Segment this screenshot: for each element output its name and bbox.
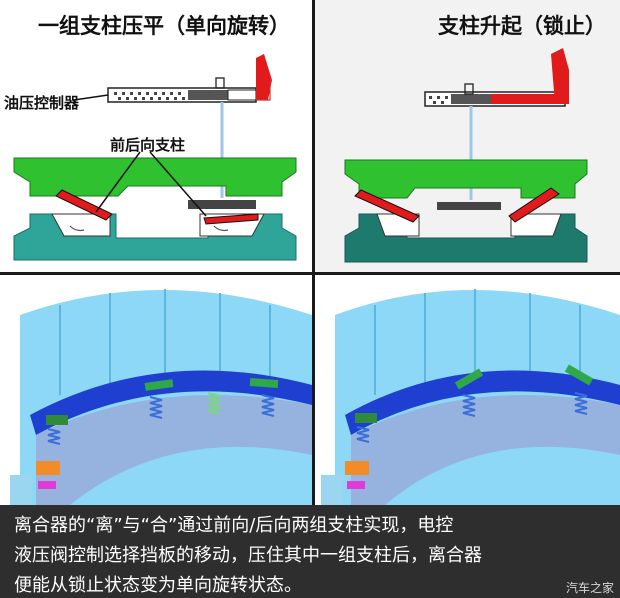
controller-piston: [188, 90, 228, 100]
orange-block: [345, 461, 369, 475]
strut-forward-raised: [55, 189, 113, 221]
strut-pocket-right: [510, 213, 562, 237]
controller-valve-top: [464, 83, 474, 95]
diagram-struts-flattened: [13, 54, 297, 261]
divider-horizontal: [0, 272, 620, 275]
panel-3d-clutch-locked: [315, 275, 620, 505]
controller-valve-top: [215, 77, 225, 89]
watermark: 汽车之家: [565, 581, 614, 595]
strut-backward-raised: [508, 187, 560, 223]
housing-edge: [321, 475, 343, 505]
green-upper-plate: [344, 159, 588, 199]
divider-vertical: [312, 0, 315, 505]
label-hydraulic-controller: 油压控制器: [4, 94, 80, 112]
selector-plate: [188, 200, 256, 209]
strut-spring-right: [213, 225, 229, 232]
title-struts-raised: 支柱升起（锁止）: [438, 14, 606, 38]
strut-backward-flattened: [203, 213, 259, 225]
render-3d-clutch-locked: [321, 289, 620, 505]
render-3d-clutch-one-way: [10, 289, 312, 505]
panel-3d-clutch-one-way: [0, 275, 312, 505]
controller-spring-dots: [114, 92, 185, 100]
spring-blue: [356, 392, 588, 443]
housing-edge: [10, 475, 32, 505]
strut-green: [144, 379, 174, 391]
pointer-line-left: [95, 151, 141, 213]
inner-ring-face: [36, 395, 312, 505]
red-actuator-lever: [551, 48, 569, 104]
pointer-line-controller: [73, 94, 109, 101]
red-actuator-lever: [256, 54, 272, 100]
label-forward-backward-struts: 前后向支柱: [110, 136, 186, 154]
caption-line-2: 液压阀控制选择挡板的移动，压住其中一组支柱后，离合器: [14, 545, 482, 566]
inner-ring-band: [30, 370, 312, 435]
actuator-link: [256, 82, 271, 101]
controller-chamber: [227, 89, 257, 101]
spring-green: [207, 392, 221, 415]
strut-green: [249, 378, 279, 388]
strut-pocket-left: [51, 213, 111, 237]
selector-plate: [437, 202, 501, 210]
controller-piston: [451, 94, 491, 104]
magenta-seal: [38, 481, 56, 489]
spring-blue: [47, 394, 275, 445]
inner-ring-band: [345, 370, 620, 435]
caption-box: 离合器的“离”与“合”通过前向/后向两组支柱实现，电控 液压阀控制选择挡板的移动…: [0, 505, 620, 598]
diagram-struts-raised: [344, 48, 588, 263]
pointer-line-right: [149, 151, 207, 217]
strut-forward-raised: [354, 189, 420, 223]
orange-block: [36, 461, 60, 475]
controller-pressurized-chamber: [491, 94, 565, 104]
caption-line-3: 便能从锁止状态变为单向旋转状态。: [14, 575, 302, 596]
green-upper-plate: [13, 157, 297, 197]
strut-green-raised: [564, 364, 594, 386]
strut-green-raised: [454, 368, 484, 390]
title-struts-flattened: 一组支柱压平（单向旋转）: [38, 14, 290, 38]
caption-line-1: 离合器的“离”与“合”通过前向/后向两组支柱实现，电控: [14, 515, 454, 536]
strut-green: [46, 415, 68, 425]
magenta-seal: [347, 481, 365, 489]
controller-spring-dots: [429, 96, 448, 104]
panel-struts-raised: 支柱升起（锁止）: [315, 0, 620, 272]
panel-struts-flattened: 一组支柱压平（单向旋转） 油压控制器 前后向支柱: [0, 0, 312, 272]
strut-spring-left: [69, 225, 85, 232]
strut-green: [355, 413, 377, 423]
inner-ring-face: [351, 395, 620, 505]
